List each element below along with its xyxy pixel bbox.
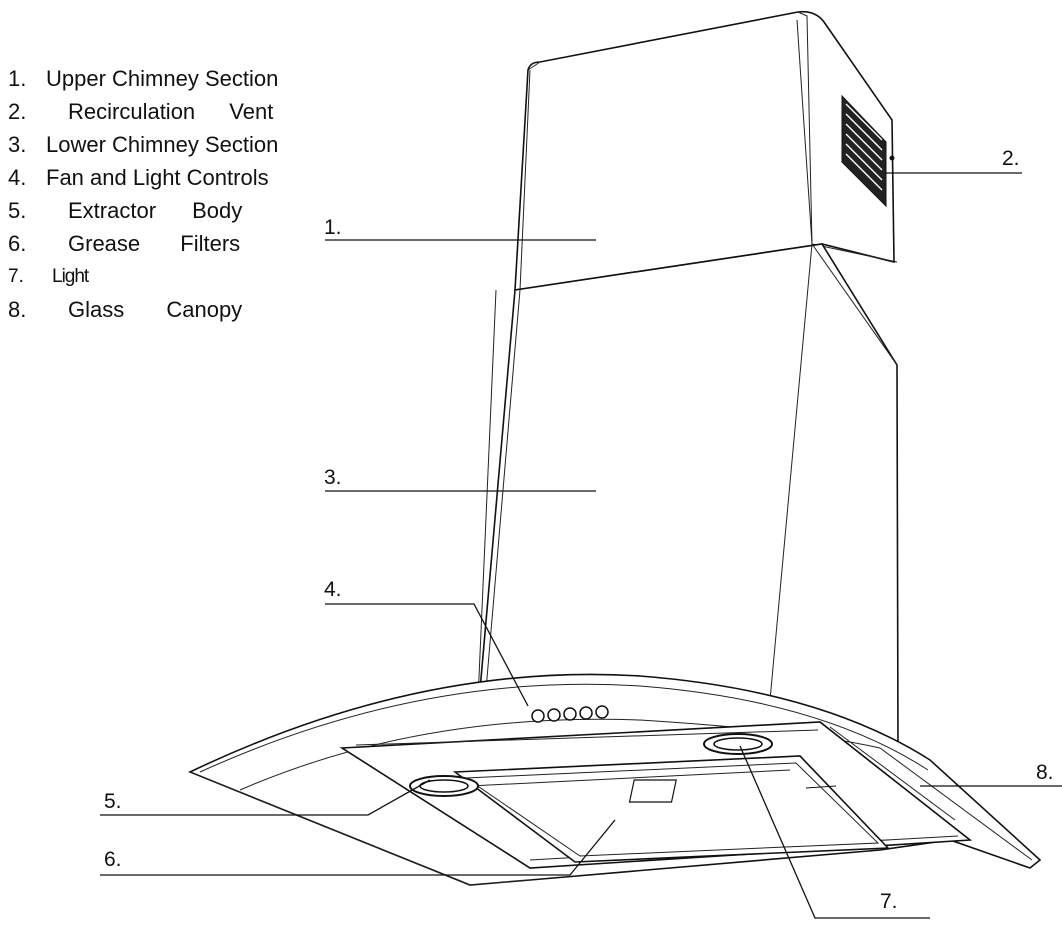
legend-item-6: 6.Grease Filters	[8, 231, 241, 256]
fan-and-light-controls	[531, 705, 609, 723]
callout-3: 3.	[324, 466, 342, 489]
light-right	[703, 733, 773, 755]
callout-1: 1.	[324, 216, 342, 239]
callout-7: 7.	[880, 890, 898, 913]
callout-4: 4.	[324, 578, 342, 601]
legend-item-3: 3.Lower Chimney Section	[8, 132, 279, 157]
callout-6: 6.	[104, 848, 122, 871]
upper-chimney-section	[514, 10, 898, 291]
callout-5: 5.	[104, 790, 122, 813]
legend-item-8: 8.Glass Canopy	[8, 297, 243, 322]
legend-item-7: 7.Light	[8, 266, 89, 287]
legend-item-2: 2.Recirculation Vent	[8, 99, 274, 124]
callout-8: 8.	[1036, 761, 1054, 784]
legend-item-1: 1.Upper Chimney Section	[8, 66, 279, 91]
recirculation-vent	[841, 94, 895, 208]
leader-lines	[100, 172, 1062, 919]
grease-filter	[452, 755, 890, 863]
legend-item-5: 5.Extractor Body	[8, 198, 243, 223]
callout-2: 2.	[1002, 147, 1020, 170]
legend-item-4: 4.Fan and Light Controls	[8, 165, 269, 190]
